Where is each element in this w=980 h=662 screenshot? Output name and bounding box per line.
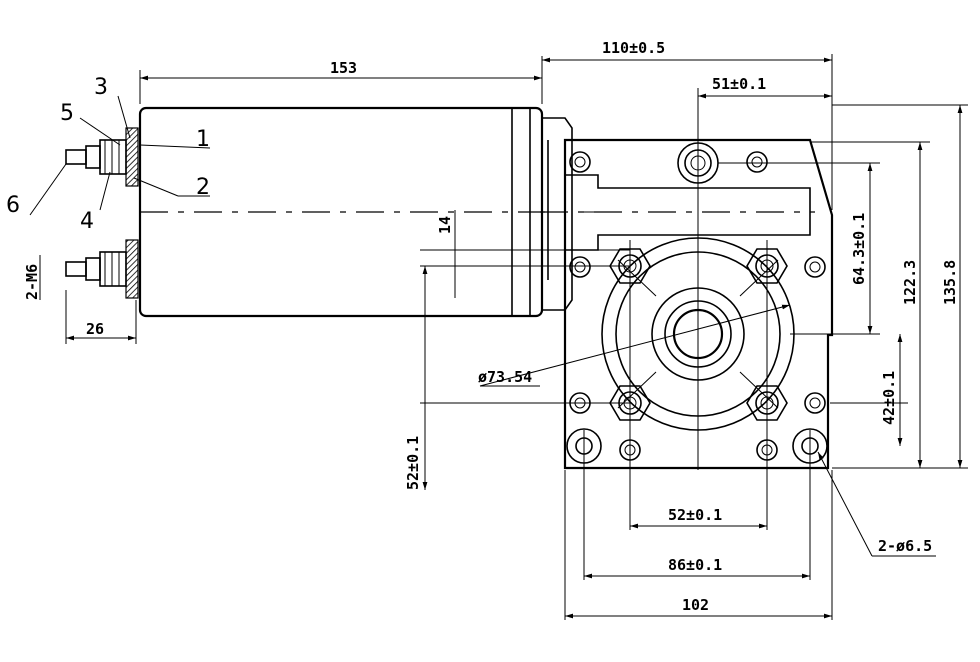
callout-5: 5 (60, 101, 74, 126)
terminal-upper (65, 127, 139, 187)
callout-2: 2 (196, 175, 210, 200)
dim-mount-holes: 2-ø6.5 (878, 537, 932, 555)
gearbox-housing (540, 138, 834, 470)
dim-m6: 2-M6 (23, 264, 41, 300)
dim-64: 64.3±0.1 (850, 213, 868, 285)
callout-1: 1 (196, 127, 210, 152)
callout-leaders (29, 95, 211, 216)
dim-102: 102 (682, 596, 709, 614)
dim-153: 153 (330, 59, 357, 77)
dim-flange: ø73.54 (478, 368, 532, 386)
dim-122: 122.3 (901, 260, 919, 305)
base-mount-holes (566, 428, 828, 464)
dim-51: 51±0.1 (712, 75, 766, 93)
dim-135: 135.8 (941, 260, 959, 305)
dim-110: 110±0.5 (602, 39, 665, 57)
dim-52-vertical: 52±0.1 (404, 436, 422, 490)
callout-3: 3 (94, 75, 108, 100)
dim-86: 86±0.1 (668, 556, 722, 574)
callout-4: 4 (80, 209, 94, 234)
dim-42: 42±0.1 (880, 371, 898, 425)
dim-52-horizontal: 52±0.1 (668, 506, 722, 524)
callout-6: 6 (6, 193, 20, 218)
dim-14: 14 (436, 216, 454, 234)
dimensions: 153 110±0.5 51±0.1 64.3±0.1 122.3 135.8 … (23, 39, 968, 619)
centerlines (564, 88, 833, 620)
terminal-lower (65, 239, 139, 299)
dim-26: 26 (86, 320, 104, 338)
